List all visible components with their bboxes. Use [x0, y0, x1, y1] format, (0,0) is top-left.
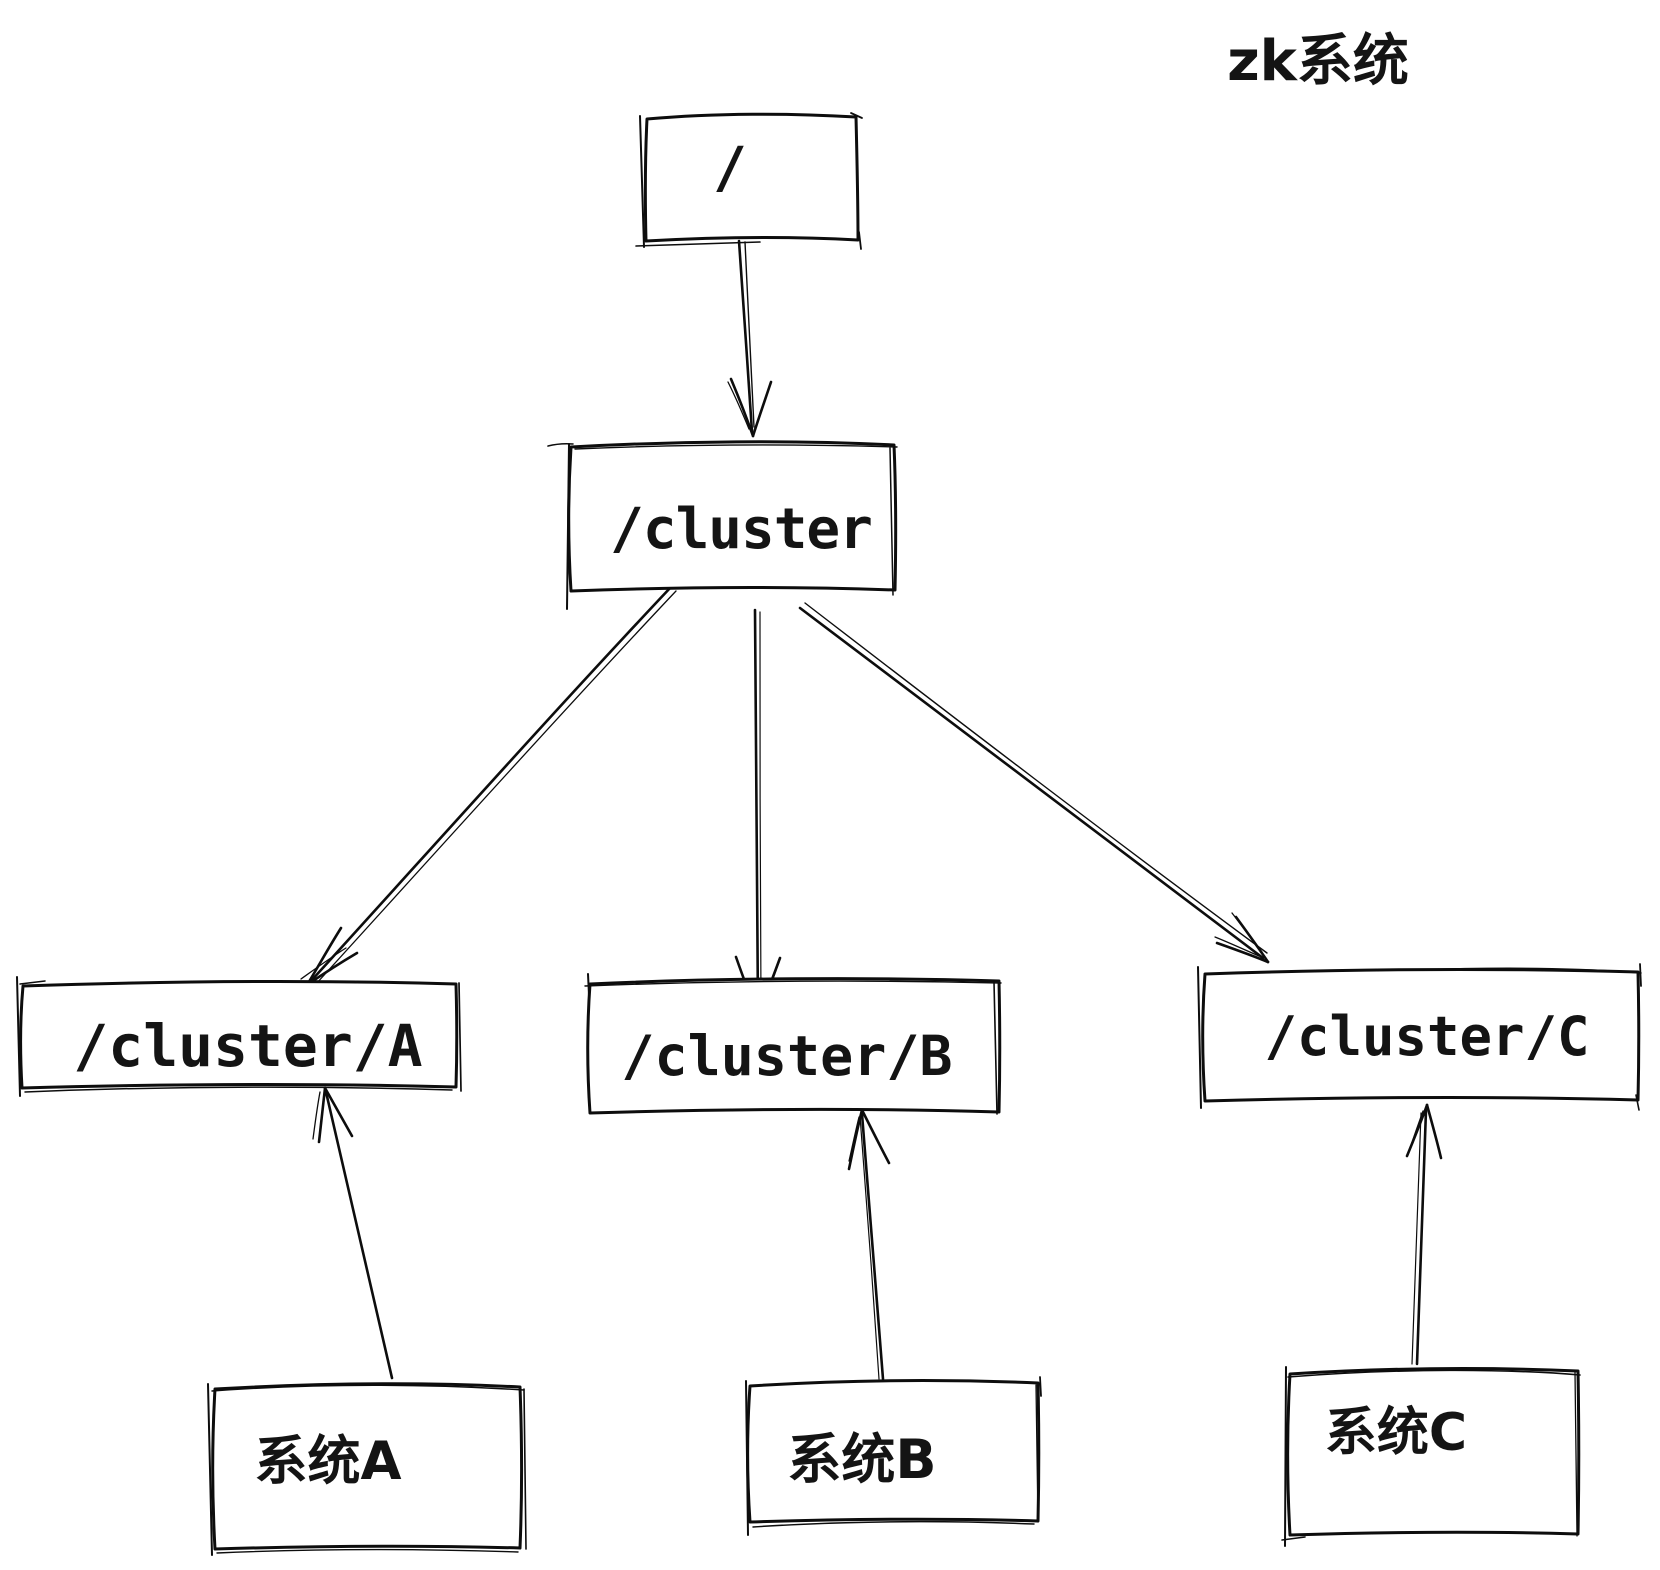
arrowhead [848, 1116, 860, 1162]
arrowhead [317, 1086, 327, 1144]
edge-system-c-to-cluster-c [1405, 1103, 1443, 1366]
arrowhead [1231, 912, 1263, 953]
arrowhead [847, 1108, 864, 1171]
arrowhead [729, 377, 755, 438]
edge-cluster-to-cluster-c [798, 602, 1270, 964]
edge-cluster-to-cluster-b [734, 608, 782, 1017]
arrowhead [328, 1093, 350, 1132]
node-system-a-label: 系统A [254, 1431, 401, 1492]
sketch-stroke [574, 444, 898, 450]
node-system-c: 系统C [1281, 1366, 1581, 1547]
arrowhead [727, 381, 750, 430]
node-cluster-label: /cluster [610, 497, 872, 562]
arrowhead [860, 1108, 891, 1165]
node-system-a: 系统A [207, 1382, 527, 1556]
sketch-stroke [566, 443, 570, 610]
sketch-stroke [211, 1384, 525, 1392]
sketch-stroke [216, 1548, 519, 1554]
edge-line [309, 585, 673, 983]
sketch-stroke [207, 1383, 213, 1556]
node-system-a-box [211, 1382, 523, 1551]
edge-line [798, 606, 1265, 960]
sketch-stroke [16, 976, 21, 1097]
node-cluster-b: /cluster/B [584, 973, 1002, 1115]
node-root-label: / [713, 136, 747, 201]
sketch-stroke [639, 115, 645, 248]
sketch-stroke [889, 447, 894, 596]
node-cluster-a: /cluster/A [16, 976, 462, 1097]
diagram-title: zk系统 [1227, 29, 1409, 94]
sketch-stroke [1281, 1536, 1306, 1541]
edge-line [860, 1112, 885, 1381]
sketch-stroke [1574, 1371, 1578, 1537]
edge-root-to-cluster [727, 239, 773, 438]
sketch-stroke [24, 1086, 453, 1093]
edge-cluster-to-cluster-a [300, 585, 677, 987]
edge-line-double [804, 602, 1268, 954]
edge-line-double [1411, 1112, 1422, 1365]
node-cluster-a-box [19, 980, 459, 1090]
node-system-c-label: 系统C [1325, 1403, 1467, 1463]
node-cluster: /cluster [547, 440, 898, 610]
sketch-stroke [1284, 1366, 1287, 1547]
arrowhead [1405, 1103, 1429, 1158]
node-cluster-box [567, 440, 898, 593]
node-cluster-b-label: /cluster/B [621, 1024, 952, 1088]
sketch-stroke [1035, 1384, 1039, 1523]
edge-line [1415, 1108, 1428, 1366]
edge-system-a-to-cluster-a [312, 1086, 394, 1380]
sketch-stroke [1287, 1369, 1581, 1378]
node-cluster-a-label: /cluster/A [73, 1012, 422, 1080]
node-system-b: 系统B [745, 1376, 1042, 1536]
node-system-b-label: 系统B [787, 1428, 936, 1491]
sketch-stroke [858, 231, 862, 250]
node-root: / [635, 112, 863, 250]
edge-line [324, 1090, 394, 1380]
edge-line [737, 239, 754, 434]
sketch-stroke [745, 1380, 749, 1536]
sketch-stroke [547, 442, 574, 447]
edge-system-b-to-cluster-b [847, 1108, 891, 1381]
edge-line-double [759, 611, 762, 1006]
arrowhead [305, 926, 343, 987]
arrowhead [751, 380, 773, 438]
sketch-stroke [1635, 1094, 1640, 1111]
node-cluster-c: /cluster/C [1197, 963, 1642, 1111]
sketch-stroke [635, 241, 761, 247]
node-system-c-box [1286, 1367, 1581, 1537]
arrowhead [1214, 936, 1260, 957]
edge-line-double [315, 590, 677, 985]
sketch-stroke [993, 981, 998, 1115]
arrowhead [1408, 1110, 1424, 1152]
sketch-stroke [1197, 966, 1202, 1109]
sketch-stroke [19, 980, 46, 985]
edge-line-double [744, 241, 755, 428]
sketch-stroke [587, 973, 590, 996]
sketch-stroke [523, 1388, 527, 1550]
sketch-stroke [1039, 1376, 1042, 1397]
sketch-stroke [752, 1520, 1035, 1528]
edge-line-double [859, 1115, 880, 1380]
node-cluster-c-label: /cluster/C [1264, 1005, 1589, 1068]
sketch-stroke [458, 982, 462, 1092]
node-root-box [643, 112, 860, 243]
sketch-stroke [1639, 963, 1642, 987]
arrowhead [312, 1091, 321, 1140]
edge-line [753, 608, 760, 1014]
arrowhead [300, 947, 347, 980]
arrowhead [1215, 941, 1270, 964]
sketch-stroke [850, 112, 863, 119]
arrowhead [1425, 1103, 1443, 1160]
node-cluster-b-box [586, 977, 1002, 1115]
sketch-stroke [1419, 967, 1642, 974]
sketch-stroke [584, 980, 1002, 987]
